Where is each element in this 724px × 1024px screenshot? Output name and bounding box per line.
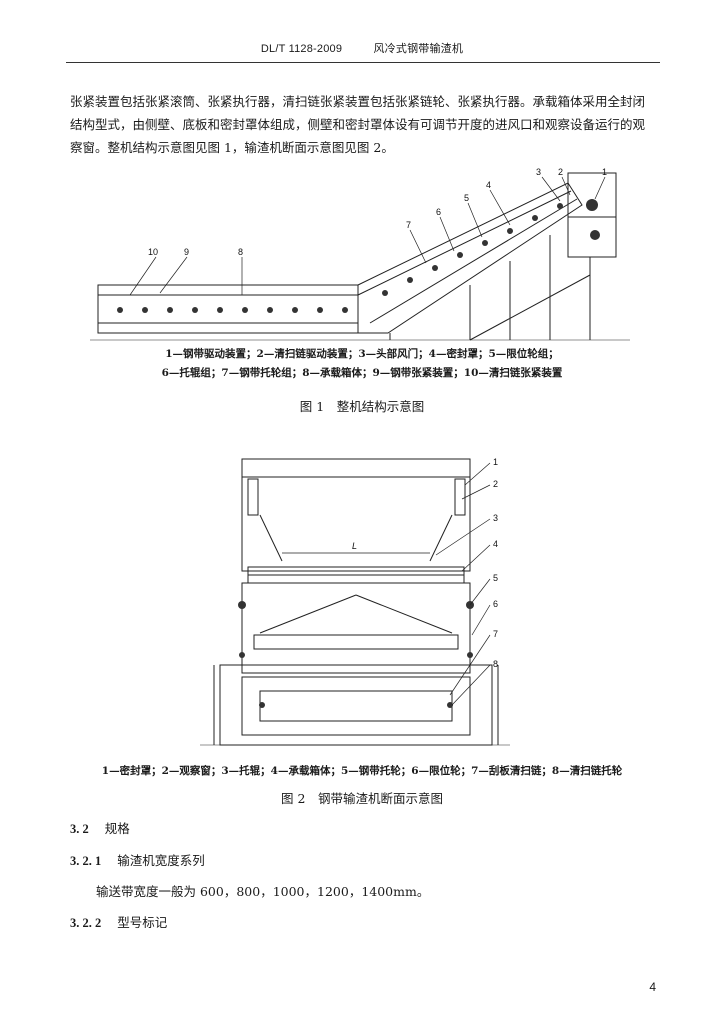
paragraph-line-2: 结构型式，由侧壁、底板和密封罩体组成，侧壁和密封罩体设有可调节开度的进风口和观察… <box>70 117 646 132</box>
fig1-callout-9: 9 <box>184 247 189 257</box>
header-rule <box>66 62 660 63</box>
section-3-2-title: 规格 <box>104 821 130 836</box>
fig1-callout-10: 10 <box>148 247 158 257</box>
section-3-2-1-heading: 3. 2. 1 输渣机宽度系列 <box>70 850 205 869</box>
fig1-callout-8: 8 <box>238 247 243 257</box>
figure1-legend: 1—钢带驱动装置；2—清扫链驱动装置；3—头部风门；4—密封罩；5—限位轮组； … <box>0 345 724 383</box>
section-3-2-heading: 3. 2 规格 <box>70 818 130 837</box>
fig2-callout-7: 7 <box>493 629 498 639</box>
fig2-callout-3: 3 <box>493 513 498 523</box>
figure2-legend: 1—密封罩；2—观察窗；3—托辊；4—承载箱体；5—钢带托轮；6—限位轮；7—刮… <box>101 765 623 777</box>
section-3-2-number: 3. 2 <box>70 822 89 836</box>
fig2-dimension-label: L <box>352 541 357 551</box>
figure1-caption: 图 1 整机结构示意图 <box>299 399 425 414</box>
section-3-2-1-number: 3. 2. 1 <box>70 854 102 868</box>
figure1-diagram: 1 2 3 4 5 6 7 8 9 10 <box>90 167 630 341</box>
fig1-callout-3: 3 <box>536 167 541 177</box>
fig1-callout-1: 1 <box>602 167 607 177</box>
standard-number: DL/T 1128-2009 <box>260 43 343 55</box>
page-number: 4 <box>649 980 656 994</box>
section-3-2-2-title: 型号标记 <box>117 915 168 930</box>
section-3-2-2-heading: 3. 2. 2 型号标记 <box>70 912 167 931</box>
fig2-callout-4: 4 <box>493 539 498 549</box>
fig1-callout-2: 2 <box>558 167 563 177</box>
paragraph-line-3: 察窗。整机结构示意图见图 1，输渣机断面示意图见图 2。 <box>70 140 394 155</box>
page-header: DL/T 1128-2009 风冷式钢带输渣机 <box>0 40 724 56</box>
fig2-callout-2: 2 <box>493 479 498 489</box>
figure2-caption: 图 2 钢带输渣机断面示意图 <box>281 791 443 806</box>
figure2-diagram: 1 2 3 4 5 6 7 8 L <box>200 457 510 746</box>
section-3-2-2-number: 3. 2. 2 <box>70 916 102 930</box>
fig2-callout-5: 5 <box>493 573 498 583</box>
figure1-legend-line-1: 1—钢带驱动装置；2—清扫链驱动装置；3—头部风门；4—密封罩；5—限位轮组； <box>165 348 559 360</box>
standard-title: 风冷式钢带输渣机 <box>373 43 464 55</box>
fig1-callout-4: 4 <box>486 180 491 190</box>
fig1-callout-7: 7 <box>406 220 411 230</box>
fig2-callout-8: 8 <box>493 659 498 669</box>
fig1-callout-5: 5 <box>464 193 469 203</box>
fig2-callout-6: 6 <box>493 599 498 609</box>
width-series-text: 输送带宽度一般为 600，800，1000，1200，1400mm。 <box>96 884 430 899</box>
section-3-2-1-title: 输渣机宽度系列 <box>117 853 205 868</box>
intro-paragraph: 张紧装置包括张紧滚筒、张紧执行器，清扫链张紧装置包括张紧链轮、张紧执行器。承载箱… <box>70 90 660 159</box>
figure1-legend-line-2: 6—托辊组；7—钢带托轮组；8—承载箱体；9—钢带张紧装置；10—清扫链张紧装置 <box>161 367 563 379</box>
paragraph-line-1: 张紧装置包括张紧滚筒、张紧执行器，清扫链张紧装置包括张紧链轮、张紧执行器。承载箱… <box>70 94 646 109</box>
fig2-callout-1: 1 <box>493 457 498 467</box>
fig1-callout-6: 6 <box>436 207 441 217</box>
